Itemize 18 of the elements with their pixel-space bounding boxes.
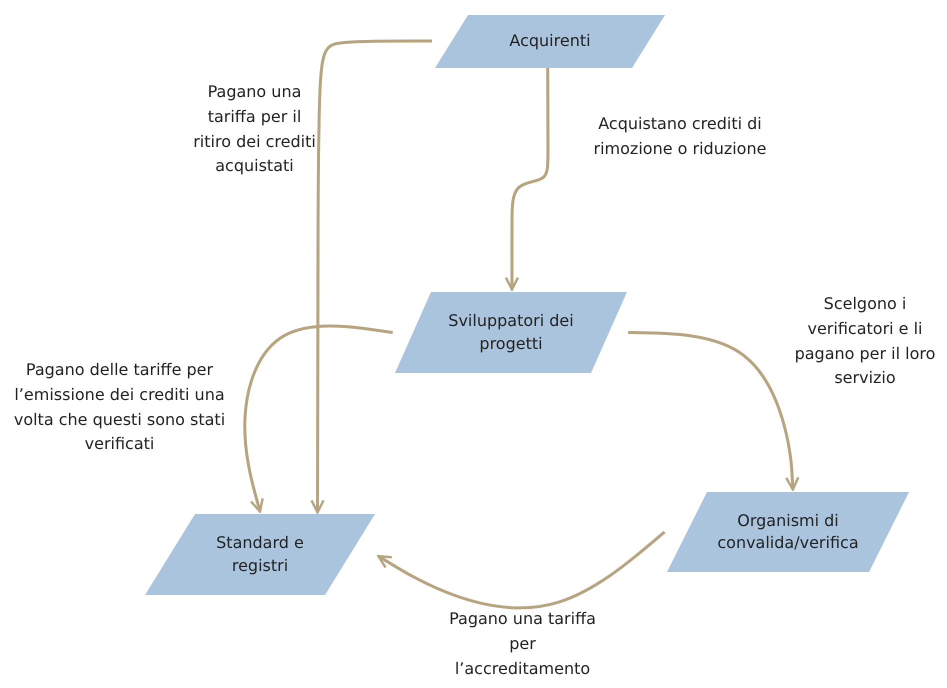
parallelogram-box [395, 292, 627, 373]
parallelogram-box [145, 514, 375, 595]
arrow [504, 68, 550, 291]
node-label: Acquirenti [509, 30, 591, 52]
edge-label: Pagano delle tariffe per l’emissione dei crediti una volta che questi sono stati verificati [12, 359, 226, 456]
edge-label: Pagano una tariffa per l’accreditamento [448, 608, 597, 680]
arrow [310, 39, 432, 514]
arrow [377, 530, 666, 610]
node-label: Standard e registri [215, 532, 305, 576]
edge-label: Scelgono i verificatori e li pagano per il loro servizio [794, 293, 936, 390]
arrow [243, 324, 393, 513]
parallelogram-box [435, 15, 665, 68]
node-label: Sviluppatori dei progetti [447, 310, 575, 354]
parallelogram-box [667, 492, 909, 572]
node-label: Organismi di convalida/verifica [716, 510, 860, 554]
edge-label: Pagano una tariffa per il ritiro dei crediti acquistati [192, 81, 317, 178]
edge-label: Acquistano crediti di rimozione o riduzione [592, 113, 768, 160]
arrow [628, 331, 800, 491]
